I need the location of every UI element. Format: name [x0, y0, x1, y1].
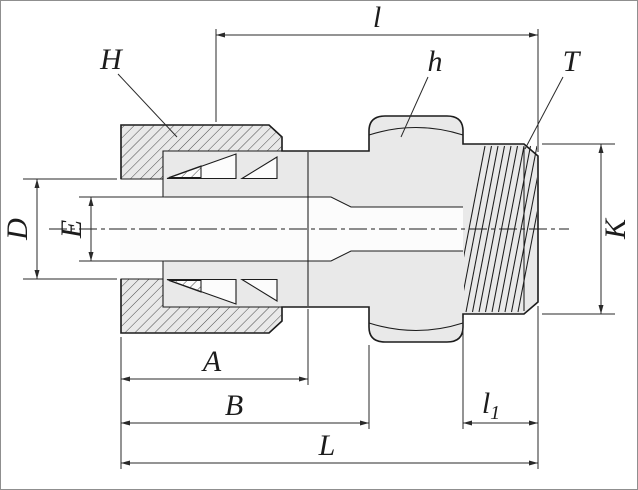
- dim-label-E: E: [55, 220, 88, 239]
- dimension-top-length: l: [215, 1, 539, 152]
- dim-label-l1: l1: [482, 387, 500, 424]
- hex-chamfer-bottom: [368, 322, 464, 332]
- dimension-body-length: B: [121, 345, 370, 429]
- thread-area: [464, 145, 537, 313]
- callout-label-thread: T: [563, 45, 582, 78]
- dim-label-A: A: [201, 345, 222, 378]
- ferrule-tip-bottom: [168, 279, 202, 293]
- dimension-bore-diameter: E: [55, 196, 165, 262]
- callout-label-hex: h: [428, 45, 443, 78]
- ferrule-tip-top: [168, 165, 202, 179]
- callouts: H h T: [99, 43, 582, 150]
- dim-label-l: l: [373, 1, 381, 34]
- hex-chamfer-top: [368, 126, 464, 136]
- dim-label-L: L: [318, 429, 336, 462]
- callout-label-nut: H: [99, 43, 124, 76]
- dimension-tube-diameter: D: [1, 178, 117, 280]
- dimension-nut-length: A: [120, 309, 309, 469]
- back-ferrule-top: [240, 156, 278, 180]
- dimension-thread-od: K: [542, 143, 632, 315]
- dim-label-D: D: [1, 218, 34, 241]
- dimension-thread-length: l1: [462, 318, 538, 429]
- dimension-overall-length: L: [121, 306, 539, 469]
- nut-section: [120, 124, 283, 334]
- back-ferrule-bottom: [240, 278, 278, 302]
- ferrules: [166, 153, 278, 305]
- dim-label-B: B: [225, 389, 243, 422]
- dim-label-K: K: [599, 217, 632, 240]
